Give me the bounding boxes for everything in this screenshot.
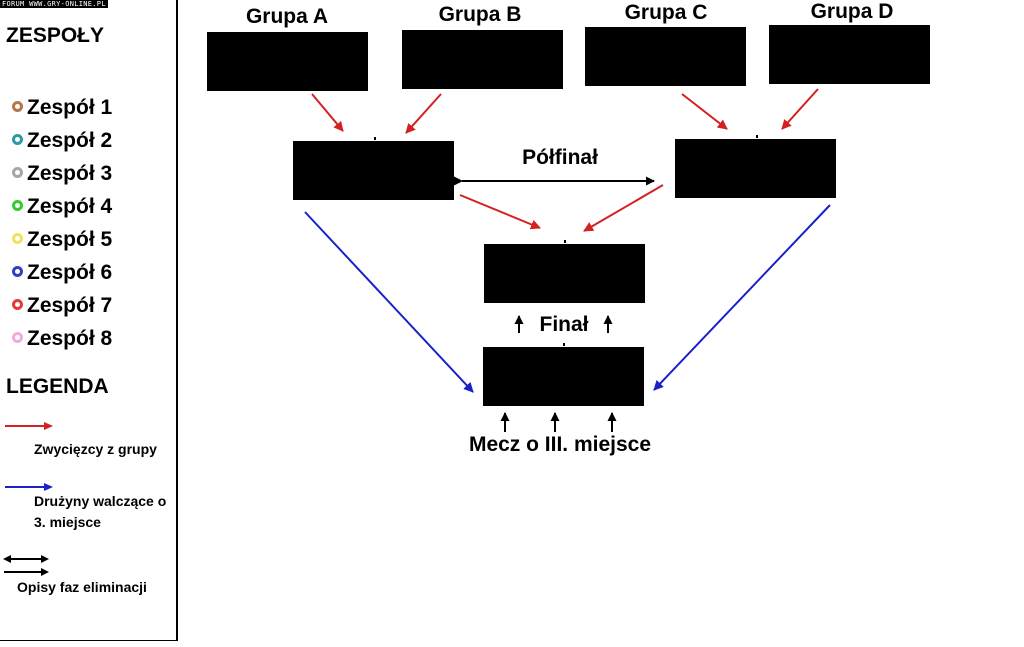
team-color-ring-icon [12, 133, 23, 145]
team-color-ring-icon [12, 265, 23, 277]
semifinal-label: Półfinał [522, 146, 598, 169]
semifinal-right-box [675, 139, 836, 198]
team-item: Zespół 3 [12, 161, 112, 187]
team-label: Zespół 8 [27, 327, 113, 350]
team-color-ring-icon [12, 199, 23, 211]
team-item: Zespół 8 [12, 326, 112, 352]
tick-mark [563, 343, 565, 346]
team-color-ring-icon [12, 298, 23, 310]
team-item: Zespół 4 [12, 194, 112, 220]
group-a-box [207, 32, 368, 91]
third-place-box [483, 347, 644, 406]
blue-arrow-icon [5, 483, 53, 491]
semifinal-left-box [293, 141, 454, 200]
legend-phases-text: Opisy faz eliminacji [17, 579, 147, 595]
final-box [484, 244, 645, 303]
legend-title: LEGENDA [6, 375, 109, 398]
team-label: Zespół 1 [27, 96, 113, 119]
team-item: Zespół 5 [12, 227, 112, 253]
third-place-arrow-right [653, 204, 831, 391]
team-label: Zespół 4 [27, 195, 113, 218]
group-c-box [585, 27, 746, 86]
team-item: Zespół 1 [12, 95, 112, 121]
legend-third-place-text-line2: 3. miejsce [34, 514, 101, 530]
group-b-label: Grupa B [438, 3, 522, 26]
watermark: FORUM WWW.GRY-ONLINE.PL [0, 0, 108, 8]
winner-arrow-sf-right [583, 184, 664, 232]
winner-arrow-sf-left [459, 194, 541, 230]
group-b-box [402, 30, 563, 89]
winner-arrow-a [311, 93, 344, 132]
legend-panel: ZESPOŁY Zespół 1 Zespół 2 Zespół 3 Zespó… [0, 0, 178, 641]
final-label: Finał [539, 313, 589, 336]
double-arrow-icon [3, 555, 49, 576]
team-item: Zespół 6 [12, 260, 112, 286]
winner-arrow-d [781, 88, 819, 130]
group-d-box [769, 25, 930, 84]
red-arrow-icon [5, 422, 53, 430]
team-item: Zespół 2 [12, 128, 112, 154]
team-color-ring-icon [12, 232, 23, 244]
team-label: Zespół 3 [27, 162, 113, 185]
team-item: Zespół 7 [12, 293, 112, 319]
third-place-label: Mecz o III. miejsce [468, 433, 652, 456]
winner-arrow-b [405, 93, 442, 134]
team-color-ring-icon [12, 166, 23, 178]
tick-mark [374, 137, 376, 140]
team-label: Zespół 2 [27, 129, 113, 152]
team-label: Zespół 5 [27, 228, 113, 251]
team-color-ring-icon [12, 331, 23, 343]
team-color-ring-icon [12, 100, 23, 112]
group-c-label: Grupa C [624, 1, 708, 24]
tick-mark [756, 135, 758, 138]
group-a-label: Grupa A [245, 5, 329, 28]
legend-winners-text: Zwycięzcy z grupy [34, 441, 157, 457]
teams-title: ZESPOŁY [6, 24, 105, 47]
tick-mark [564, 240, 566, 243]
team-label: Zespół 7 [27, 294, 113, 317]
legend-third-place-text: Drużyny walczące o [34, 493, 167, 509]
group-d-label: Grupa D [810, 0, 894, 23]
winner-arrow-c [681, 93, 728, 130]
team-label: Zespół 6 [27, 261, 113, 284]
third-place-arrow-left [304, 211, 474, 393]
